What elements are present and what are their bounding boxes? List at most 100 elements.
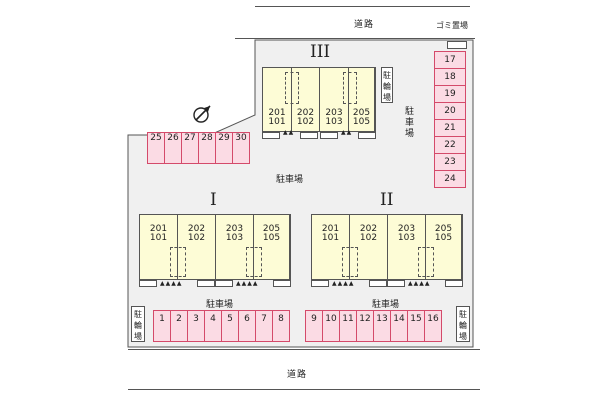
unit-number-upper: 201 <box>268 108 286 118</box>
parking-space: 11 <box>339 310 357 342</box>
garbage-area <box>447 41 467 49</box>
parking-bottom-left: 1 2 3 4 5 6 7 8 <box>153 310 295 342</box>
porch <box>369 280 387 287</box>
parking-space: 1 <box>153 310 171 342</box>
unit: 205 105 <box>349 68 375 131</box>
entrance-markers: ▲▲▲▲ <box>408 280 431 287</box>
parking-space: 3 <box>187 310 205 342</box>
parking-right: 17 18 19 20 21 22 23 24 <box>434 51 466 191</box>
parking-space: 17 <box>434 51 466 69</box>
bottom-road-edge <box>128 349 480 350</box>
parking-space: 21 <box>434 119 466 137</box>
parking-space: 18 <box>434 68 466 86</box>
unit: 202 102 <box>350 215 388 279</box>
garbage-area-label: ゴミ置場 <box>436 21 468 30</box>
stairwell <box>418 247 434 277</box>
parking-space: 24 <box>434 170 466 188</box>
parking-bottom-right: 9 10 11 12 13 14 15 16 <box>305 310 447 342</box>
parking-space: 9 <box>305 310 323 342</box>
unit-number-upper: 205 <box>352 108 371 118</box>
parking-space: 19 <box>434 85 466 103</box>
entrance-markers: ▲▲ <box>341 129 353 136</box>
unit-number-lower: 105 <box>352 117 371 127</box>
unit-number-upper: 202 <box>296 108 315 118</box>
parking-space: 20 <box>434 102 466 120</box>
unit-number-upper: 201 <box>149 224 168 234</box>
parking-space: 27 <box>181 132 199 164</box>
entrance-markers: ▲▲▲▲ <box>236 280 259 287</box>
parking-space: 16 <box>424 310 442 342</box>
parking-top-left: 25 26 27 28 29 30 <box>147 132 255 164</box>
parking-space: 8 <box>272 310 290 342</box>
unit-number-lower: 101 <box>321 233 340 243</box>
porch <box>197 280 215 287</box>
unit-number-lower: 103 <box>325 117 343 127</box>
unit-number-upper: 201 <box>321 224 340 234</box>
unit-number-lower: 103 <box>225 233 244 243</box>
entrance-markers: ▲▲▲▲ <box>332 280 355 287</box>
unit-number-upper: 203 <box>397 224 416 234</box>
porch <box>445 280 463 287</box>
stairwell <box>170 247 186 277</box>
parking-space: 15 <box>407 310 425 342</box>
bike-parking-left: 駐輪場 <box>131 306 145 342</box>
parking-space: 6 <box>238 310 256 342</box>
parking-label-right: 駐車場 <box>405 107 415 139</box>
parking-space: 13 <box>373 310 391 342</box>
stairwell <box>285 72 299 104</box>
porch <box>215 280 233 287</box>
parking-space: 10 <box>322 310 340 342</box>
unit-number-lower: 103 <box>397 233 416 243</box>
unit: 205 105 <box>426 215 462 279</box>
bike-parking-3: 駐輪場 <box>381 67 393 103</box>
parking-space: 7 <box>255 310 273 342</box>
parking-space: 2 <box>170 310 188 342</box>
entrance-markers: ▲▲▲▲ <box>160 280 183 287</box>
stairwell <box>246 247 262 277</box>
unit-number-upper: 205 <box>262 224 281 234</box>
stairwell <box>343 72 357 104</box>
unit-number-lower: 101 <box>149 233 168 243</box>
unit-number-upper: 202 <box>187 224 206 234</box>
unit-number-lower: 102 <box>359 233 378 243</box>
porch <box>262 132 280 139</box>
building-1: 201 101 202 102 203 103 205 105 <box>139 214 291 280</box>
parking-space: 23 <box>434 153 466 171</box>
unit-number-lower: 105 <box>434 233 453 243</box>
unit-number-lower: 105 <box>262 233 281 243</box>
parking-label-bottom-right: 駐車場 <box>372 300 400 310</box>
porch <box>139 280 157 287</box>
bike-parking-right: 駐輪場 <box>456 306 470 342</box>
unit: 205 105 <box>254 215 290 279</box>
unit-number-lower: 101 <box>268 117 286 127</box>
parking-space: 30 <box>232 132 250 164</box>
parking-space: 5 <box>221 310 239 342</box>
porch <box>300 132 318 139</box>
parking-label-center: 駐車場 <box>276 175 304 185</box>
parking-space: 12 <box>356 310 374 342</box>
top-road-line <box>255 6 470 7</box>
porch <box>387 280 405 287</box>
unit: 202 102 <box>292 68 320 131</box>
porch <box>311 280 329 287</box>
top-road-label: 道路 <box>354 20 375 30</box>
parking-label-bottom-left: 駐車場 <box>206 300 234 310</box>
north-arrow-icon <box>193 105 211 123</box>
porch <box>320 132 338 139</box>
unit-number-lower: 102 <box>187 233 206 243</box>
building-3: 201 101 202 102 203 103 205 105 <box>262 67 376 132</box>
building-2: 201 101 202 102 203 103 205 105 <box>311 214 463 280</box>
bottom-road-label: 道路 <box>287 370 308 380</box>
stairwell <box>342 247 358 277</box>
bottom-road-line <box>128 389 480 390</box>
parking-space: 25 <box>147 132 165 164</box>
unit-number-upper: 203 <box>325 108 343 118</box>
parking-space: 28 <box>198 132 216 164</box>
parking-space: 22 <box>434 136 466 154</box>
unit-number-upper: 202 <box>359 224 378 234</box>
unit-number-upper: 203 <box>225 224 244 234</box>
unit-number-lower: 102 <box>296 117 315 127</box>
porch <box>358 132 376 139</box>
parking-space: 26 <box>164 132 182 164</box>
